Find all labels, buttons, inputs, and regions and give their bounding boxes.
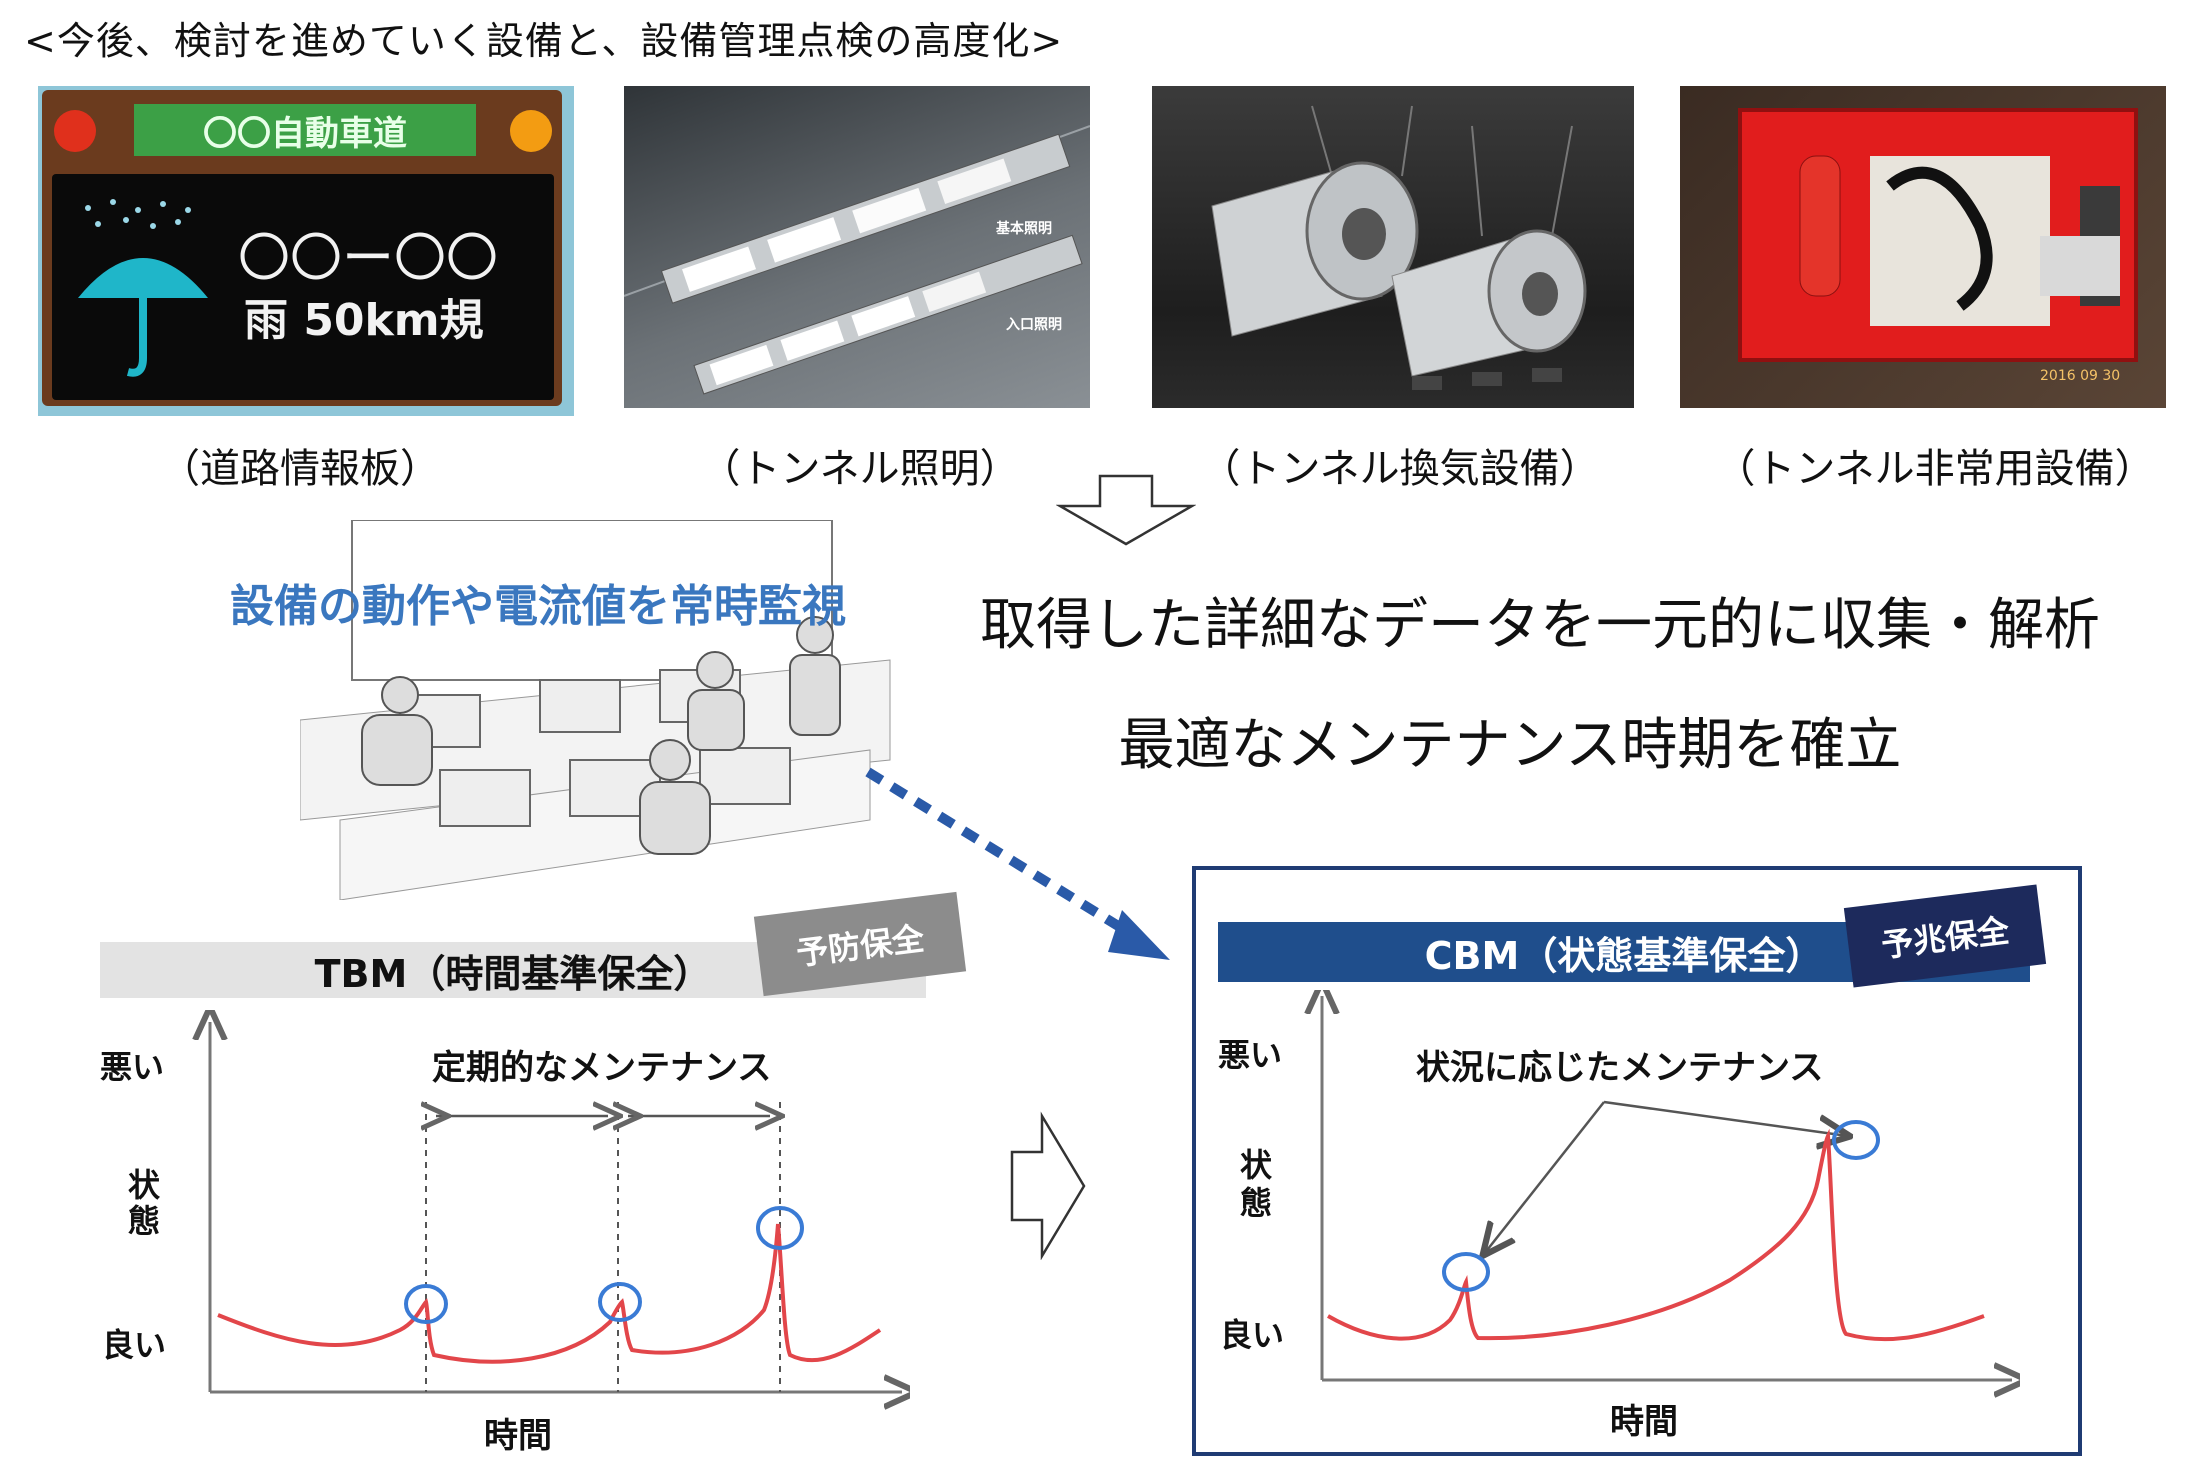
cbm-annotation: 状況に応じたメンテナンス — [1416, 1040, 1823, 1089]
red-lamp-icon — [54, 110, 96, 152]
tbm-y-top-label: 悪い — [100, 1042, 164, 1088]
sign-line-2: 雨 50km規 — [244, 284, 484, 348]
cbm-y-top-label: 悪い — [1218, 1030, 1282, 1076]
sign-line-1: 〇〇ー〇〇 — [238, 216, 498, 291]
basic-lighting-label: 基本照明 — [996, 218, 1052, 238]
caption-tunnel-emergency: （トンネル非常用設備） — [1710, 436, 2160, 494]
amber-lamp-icon — [510, 110, 552, 152]
tunnel-lighting-photo: 基本照明 入口照明 — [624, 86, 1090, 408]
cbm-condition-curve — [1328, 1136, 1984, 1339]
cbm-x-label: 時間 — [1610, 1394, 1678, 1443]
caption-tunnel-ventilation: （トンネル換気設備） — [1200, 436, 1600, 494]
cbm-y-mid-label-2: 態 — [1240, 1178, 1272, 1224]
caption-tunnel-lighting: （トンネル照明） — [690, 436, 1030, 494]
tunnel-ventilation-photo — [1152, 86, 1634, 408]
tbm-annotation: 定期的なメンテナンス — [432, 1040, 771, 1089]
tbm-tag-preventive: 予防保全 — [754, 892, 966, 996]
tbm-x-label: 時間 — [484, 1408, 552, 1457]
tbm-y-bottom-label: 良い — [102, 1320, 166, 1366]
umbrella-icon — [68, 198, 218, 388]
tunnel-emergency-photo: 2016 09 30 — [1680, 86, 2166, 408]
headline-line-1: 取得した詳細なデータを一元的に収集・解析 — [960, 580, 2120, 661]
photo-date-stamp: 2016 09 30 — [2040, 368, 2120, 384]
down-arrow-icon — [1056, 474, 1196, 546]
monitoring-caption: 設備の動作や電流値を常時監視 — [230, 570, 846, 634]
caption-road-info-board: （道路情報板） — [140, 436, 460, 494]
tbm-condition-curve — [218, 1224, 880, 1362]
cbm-y-bottom-label: 良い — [1220, 1310, 1284, 1356]
cbm-maintenance-marker-2 — [1834, 1122, 1878, 1158]
road-info-board-photo: 〇〇自動車道 〇〇ー〇〇 雨 50km規 — [38, 86, 574, 416]
tbm-y-mid-label-2: 態 — [128, 1196, 160, 1242]
page-title: <今後、検討を進めていく設備と、設備管理点検の高度化> — [24, 10, 1063, 65]
road-name-plate: 〇〇自動車道 — [134, 104, 476, 156]
right-arrow-icon — [1008, 1110, 1088, 1260]
entrance-lighting-label: 入口照明 — [1006, 314, 1062, 334]
